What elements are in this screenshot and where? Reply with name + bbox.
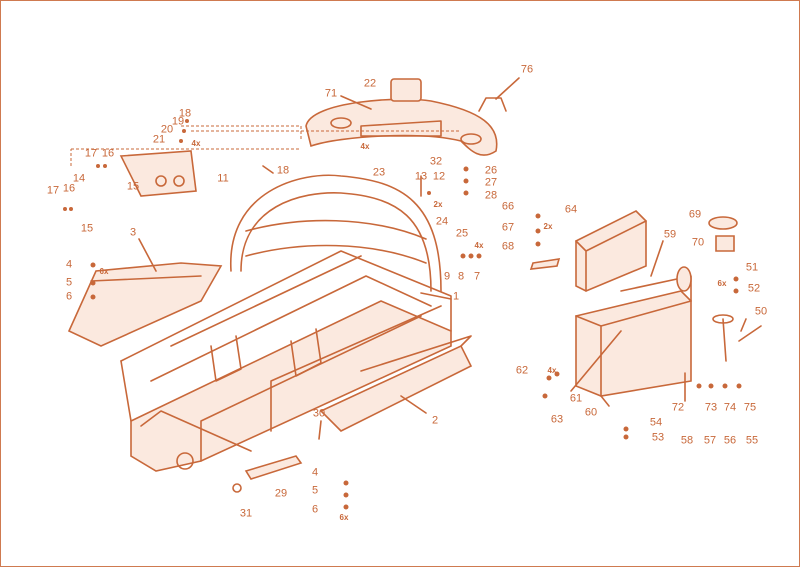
- callout-18-center: 18: [276, 164, 290, 177]
- callout-67: 67: [501, 221, 515, 234]
- callout-16: 16: [101, 147, 115, 160]
- callout-76: 76: [520, 63, 534, 76]
- side-panel-left: [67, 262, 223, 347]
- callout-9: 9: [443, 270, 451, 283]
- filler-neck: [715, 235, 735, 252]
- main-frame: [120, 250, 452, 472]
- callout-5-lower: 5: [311, 484, 319, 497]
- flat-bar: [244, 455, 303, 480]
- callout-50: 50: [754, 305, 768, 318]
- callout-16-left: 16: [62, 182, 76, 195]
- callout-19: 19: [171, 115, 185, 128]
- callout-26: 26: [484, 164, 498, 177]
- callout-28: 28: [484, 189, 498, 202]
- callout-56: 56: [723, 434, 737, 447]
- callout-31: 31: [239, 507, 253, 520]
- callout-74: 74: [723, 401, 737, 414]
- callout-6: 6: [65, 290, 73, 303]
- callout-51: 51: [745, 261, 759, 274]
- callout-63: 63: [550, 413, 564, 426]
- callout-12: 12: [432, 170, 446, 183]
- fuel-tank: [575, 290, 692, 397]
- callout-5: 5: [65, 276, 73, 289]
- callout-58: 58: [680, 434, 694, 447]
- callout-1: 1: [452, 290, 460, 303]
- battery: [575, 210, 647, 292]
- qty-4x-dash: 4x: [360, 142, 370, 151]
- hardware-dots: [63, 119, 742, 510]
- leader-lines: [138, 77, 747, 440]
- callout-61: 61: [569, 392, 583, 405]
- callout-14: 14: [72, 172, 86, 185]
- callout-13: 13: [414, 170, 428, 183]
- callout-64: 64: [564, 203, 578, 216]
- callout-23: 23: [372, 166, 386, 179]
- qty-2x-center: 2x: [433, 200, 443, 209]
- mount-bracket: [119, 150, 197, 197]
- callout-54: 54: [649, 416, 663, 429]
- qty-6x-left: 6x: [99, 267, 109, 276]
- callout-60: 60: [584, 406, 598, 419]
- callout-17: 17: [84, 147, 98, 160]
- callout-6-lower: 6: [311, 503, 319, 516]
- roll-bar: [230, 174, 442, 292]
- callout-68: 68: [501, 240, 515, 253]
- callout-3: 3: [129, 226, 137, 239]
- callout-69: 69: [688, 208, 702, 221]
- callout-66: 66: [501, 200, 515, 213]
- callout-15: 15: [126, 180, 140, 193]
- callout-62: 62: [515, 364, 529, 377]
- callout-2: 2: [431, 414, 439, 427]
- callout-7: 7: [473, 270, 481, 283]
- callout-22: 22: [363, 77, 377, 90]
- callout-73: 73: [704, 401, 718, 414]
- callout-17-left: 17: [46, 184, 60, 197]
- logo-badge: [390, 78, 422, 102]
- callout-55: 55: [745, 434, 759, 447]
- callout-20: 20: [160, 123, 174, 136]
- fuel-cap: [708, 216, 738, 230]
- callout-25: 25: [455, 227, 469, 240]
- callout-11: 11: [217, 172, 229, 185]
- qty-4x-tank: 4x: [547, 366, 557, 375]
- callout-53: 53: [651, 431, 665, 444]
- callout-24: 24: [435, 215, 449, 228]
- callout-75: 75: [743, 401, 757, 414]
- callout-21: 21: [152, 133, 166, 146]
- callout-57: 57: [703, 434, 717, 447]
- callout-70: 70: [691, 236, 705, 249]
- callout-30: 30: [312, 407, 326, 420]
- side-panel-right: [319, 344, 473, 432]
- callout-4: 4: [65, 258, 73, 271]
- qty-4x-side: 4x: [474, 241, 484, 250]
- callout-15-left: 15: [80, 222, 94, 235]
- callout-59: 59: [663, 228, 677, 241]
- battery-tray: [529, 258, 561, 270]
- callout-8: 8: [457, 270, 465, 283]
- callout-29: 29: [274, 487, 288, 500]
- callout-32: 32: [429, 155, 443, 168]
- callout-18: 18: [178, 107, 192, 120]
- qty-2x-right: 2x: [543, 222, 553, 231]
- callout-72: 72: [671, 401, 685, 414]
- grab-handle: [478, 97, 507, 112]
- callout-71: 71: [324, 87, 338, 100]
- qty-4x-upper: 4x: [191, 139, 201, 148]
- qty-6x-lower: 6x: [339, 513, 349, 522]
- callout-27: 27: [484, 176, 498, 189]
- callout-4-lower: 4: [311, 466, 319, 479]
- callout-52: 52: [747, 282, 761, 295]
- qty-6x-right: 6x: [717, 279, 727, 288]
